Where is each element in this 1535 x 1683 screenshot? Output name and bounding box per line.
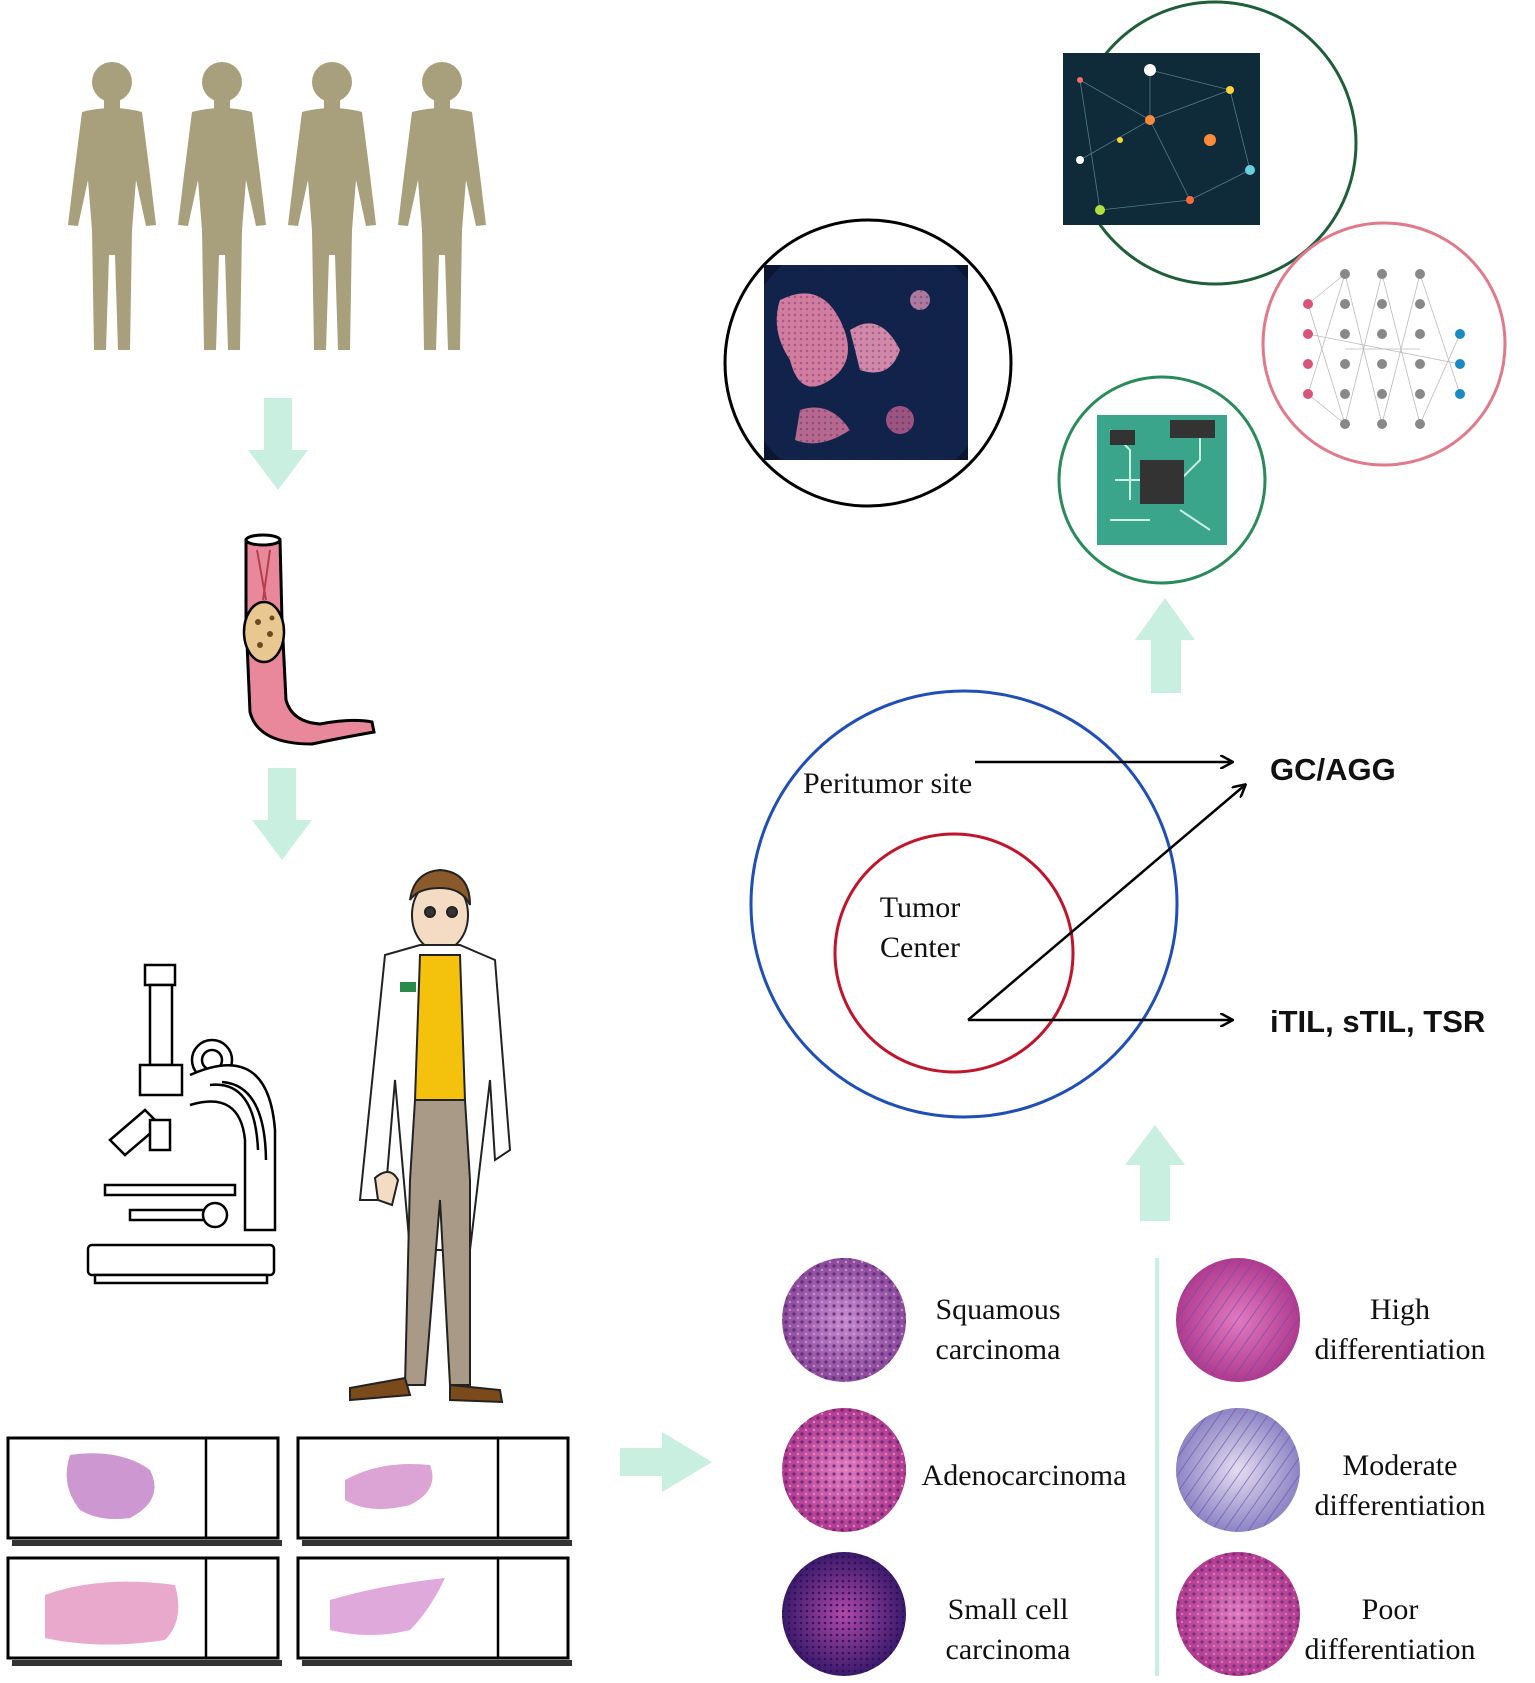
esophagus-tumor-icon [242, 533, 376, 746]
he-stain-icon [782, 1552, 906, 1676]
human-silhouettes [68, 62, 486, 350]
peritumor-label: Peritumor site [803, 767, 973, 800]
differentiation-line2: differentiation [1314, 1333, 1486, 1366]
differentiation-label: High differentiation [1300, 1290, 1500, 1370]
tumor-center-circle [833, 832, 1075, 1074]
up-arrow-1 [1135, 598, 1195, 693]
differentiation-line1: High [1370, 1293, 1430, 1326]
histology-type-line1: Squamous [935, 1293, 1061, 1326]
histology-type-line2: carcinoma [935, 1333, 1061, 1366]
histology-type-label: Small cell carcinoma [918, 1590, 1098, 1670]
chip-icon [1057, 375, 1267, 585]
he-stain-icon [1176, 1552, 1300, 1676]
til-tsr-label: iTIL, sTIL, TSR [1270, 1004, 1486, 1039]
differentiation-line1: Poor [1361, 1593, 1419, 1626]
histology-type-line2: carcinoma [945, 1633, 1071, 1666]
slide-set [6, 1436, 572, 1666]
differentiation-label: Moderate differentiation [1300, 1446, 1500, 1526]
histology-type-label: Adenocarcinoma [908, 1456, 1140, 1496]
down-arrow-2 [252, 768, 312, 860]
slide-icon [296, 1556, 572, 1666]
down-arrow-1 [248, 398, 308, 490]
human-silhouette-icon [68, 62, 156, 350]
differentiation-line2: differentiation [1304, 1633, 1476, 1666]
network-graph-icon [1063, 0, 1358, 286]
tumor-center-line2: Center [880, 931, 960, 964]
differentiation-line1: Moderate [1342, 1449, 1458, 1482]
right-arrow [620, 1432, 712, 1492]
slide-icon [296, 1436, 572, 1546]
he-stain-icon [1176, 1408, 1300, 1532]
slide-icon [6, 1436, 282, 1546]
histology-type-line1: Adenocarcinoma [921, 1459, 1127, 1492]
peritumor-circle [749, 689, 1179, 1119]
mif-tissue-icon [723, 218, 1013, 508]
tumor-center-label: Tumor Center [860, 888, 980, 968]
neural-network-icon [1261, 221, 1507, 467]
differentiation-label: Poor differentiation [1290, 1590, 1490, 1670]
he-stain-icon [1176, 1258, 1300, 1382]
differentiation-line2: differentiation [1314, 1489, 1486, 1522]
he-stain-icon [782, 1258, 906, 1382]
gc-agg-label: GC/AGG [1270, 752, 1396, 787]
microscope-icon [86, 963, 277, 1285]
histology-type-line1: Small cell [947, 1593, 1069, 1626]
he-stain-icon [782, 1408, 906, 1532]
tumor-center-line1: Tumor [879, 891, 961, 924]
pathologist-icon [349, 868, 512, 1404]
up-arrow-2 [1125, 1125, 1185, 1221]
slide-icon [6, 1556, 282, 1666]
histology-type-label: Squamous carcinoma [908, 1290, 1088, 1370]
arrow-tumor-to-gc [967, 785, 1245, 1021]
